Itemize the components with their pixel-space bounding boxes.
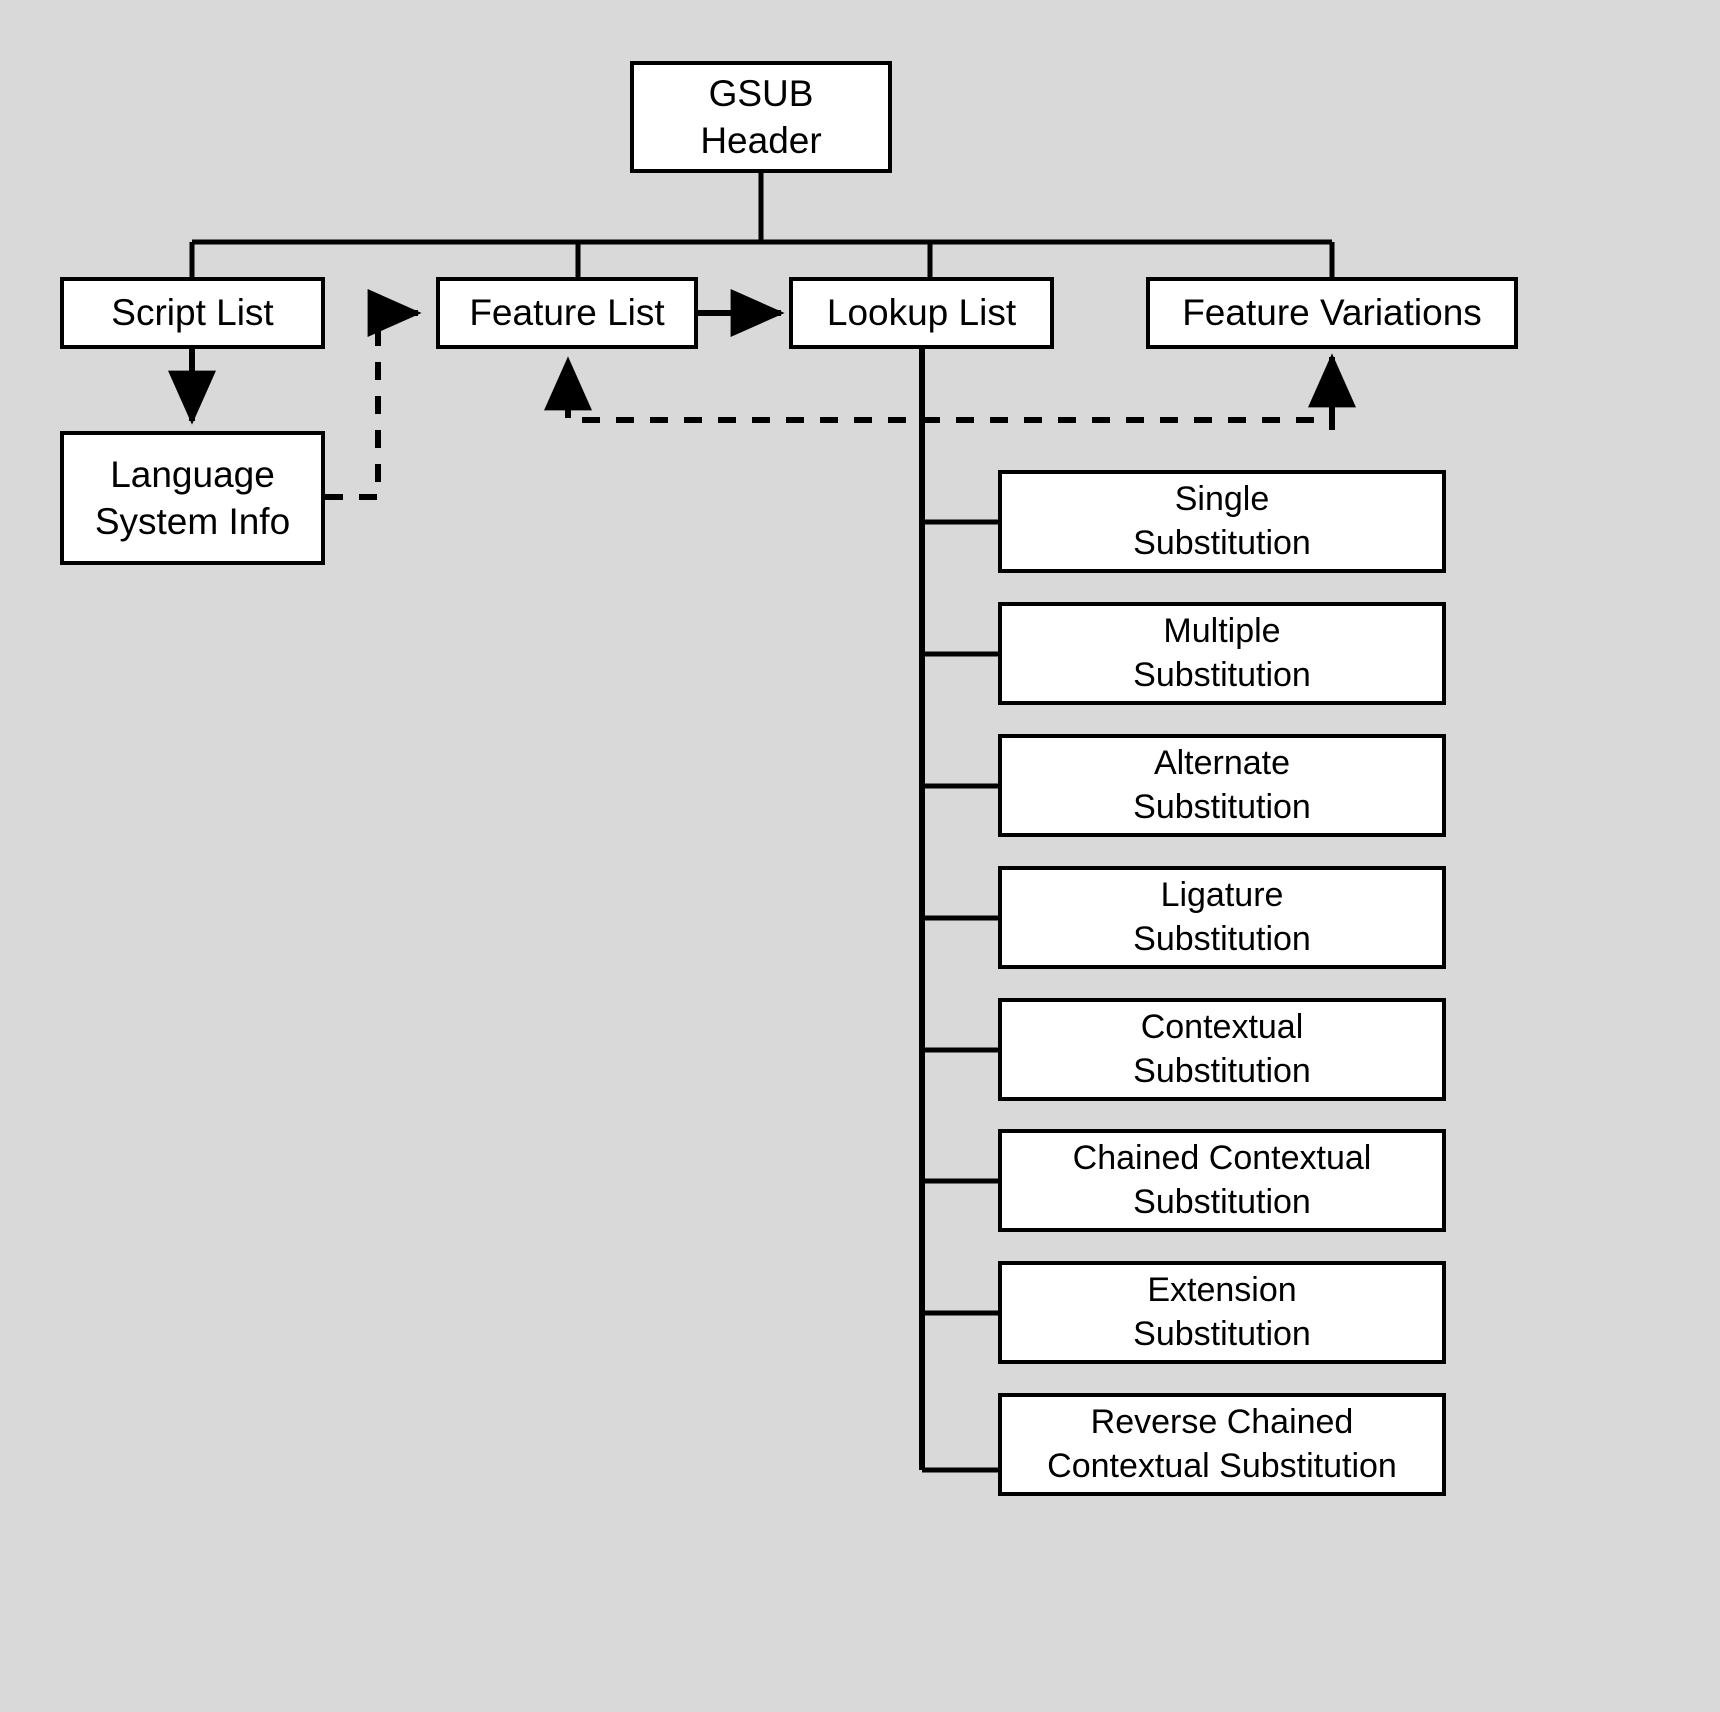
- node-lookup-type-line1: Ligature: [1160, 875, 1284, 914]
- node-lookup-type-line2: Substitution: [1133, 919, 1311, 958]
- node-feature-list[interactable]: Feature List: [436, 277, 698, 349]
- node-gsub-header[interactable]: GSUB Header: [630, 61, 892, 173]
- node-language-system-info[interactable]: Language System Info: [60, 431, 325, 565]
- edge-variations-to-feature-list: [544, 356, 1335, 423]
- node-lookup-type-single-substitution[interactable]: Single Substitution: [998, 470, 1446, 573]
- node-lookup-type-line1: Multiple: [1163, 611, 1281, 650]
- node-lookup-type-line2: Substitution: [1133, 1314, 1311, 1353]
- node-lookup-type-line2: Substitution: [1133, 1182, 1311, 1221]
- node-lookup-type-line2: Substitution: [1133, 787, 1311, 826]
- node-lookup-type-line2: Substitution: [1133, 1051, 1311, 1090]
- node-gsub-header-line2: Header: [700, 120, 822, 161]
- node-lookup-type-line1: Single: [1174, 479, 1270, 518]
- node-lookup-type-multiple-substitution[interactable]: Multiple Substitution: [998, 602, 1446, 705]
- node-feature-list-label: Feature List: [469, 292, 665, 334]
- node-feature-variations[interactable]: Feature Variations: [1146, 277, 1518, 349]
- node-language-system-info-line2: System Info: [94, 501, 291, 542]
- node-lookup-type-chained-contextual-substitution[interactable]: Chained Contextual Substitution: [998, 1129, 1446, 1232]
- node-lookup-type-line1: Chained Contextual: [1072, 1138, 1372, 1177]
- node-lookup-type-line2: Substitution: [1133, 523, 1311, 562]
- edge-langsys-to-feature-list: [325, 289, 422, 500]
- node-lookup-type-line1: Reverse Chained: [1090, 1402, 1354, 1441]
- node-script-list[interactable]: Script List: [60, 277, 325, 349]
- node-lookup-type-extension-substitution[interactable]: Extension Substitution: [998, 1261, 1446, 1364]
- node-lookup-type-reverse-chained-contextual-substitution[interactable]: Reverse Chained Contextual Substitution: [998, 1393, 1446, 1496]
- node-lookup-type-line1: Alternate: [1153, 743, 1291, 782]
- node-lookup-type-line2: Substitution: [1133, 655, 1311, 694]
- node-lookup-type-line2: Contextual Substitution: [1047, 1446, 1397, 1485]
- node-lookup-type-alternate-substitution[interactable]: Alternate Substitution: [998, 734, 1446, 837]
- node-lookup-list-label: Lookup List: [826, 292, 1017, 334]
- node-lookup-type-line1: Contextual: [1140, 1007, 1304, 1046]
- node-feature-variations-label: Feature Variations: [1182, 292, 1482, 334]
- node-lookup-type-line1: Extension: [1147, 1270, 1297, 1309]
- node-lookup-type-ligature-substitution[interactable]: Ligature Substitution: [998, 866, 1446, 969]
- node-lookup-type-contextual-substitution[interactable]: Contextual Substitution: [998, 998, 1446, 1101]
- node-lookup-list[interactable]: Lookup List: [789, 277, 1054, 349]
- node-gsub-header-line1: GSUB: [708, 72, 814, 114]
- node-script-list-label: Script List: [111, 292, 274, 334]
- node-language-system-info-line1: Language: [110, 453, 275, 495]
